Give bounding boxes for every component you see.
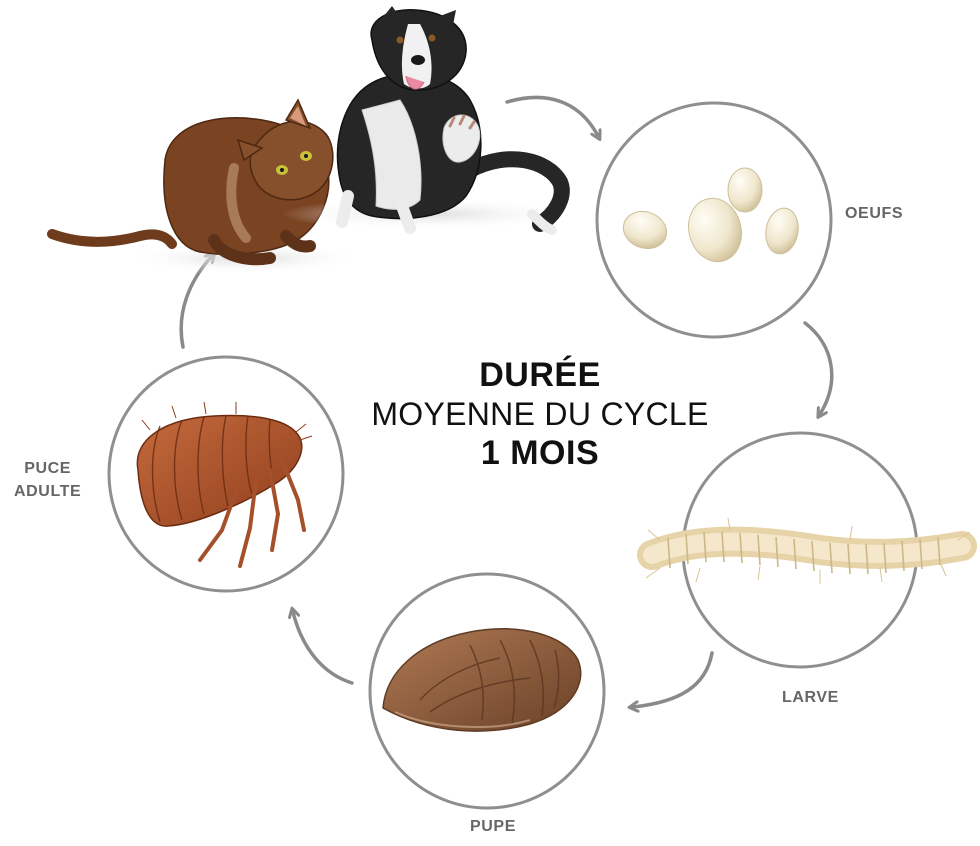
stage-label-larva: LARVE	[782, 689, 839, 706]
stage-label-adult-line2: ADULTE	[14, 483, 82, 501]
duration-title: DURÉE	[479, 356, 601, 394]
cat-illustration	[47, 98, 365, 274]
eggs-illustration	[622, 167, 799, 263]
stage-label-eggs: OEUFS	[845, 205, 904, 222]
egg-icon	[688, 197, 742, 263]
stage-label-adult: PUCE ADULTE	[14, 457, 81, 503]
cycle-duration-text: DURÉE MOYENNE DU CYCLE 1 MOIS	[330, 358, 750, 470]
pupa-illustration	[382, 628, 582, 732]
stage-label-adult-line1: PUCE	[24, 460, 72, 477]
egg-icon	[727, 167, 763, 213]
egg-icon	[765, 207, 799, 255]
arrow-hosts-to-eggs-icon	[505, 95, 598, 136]
larva-illustration	[637, 517, 977, 584]
arrow-eggs-to-larva-icon	[803, 321, 834, 414]
dog-illustration	[280, 6, 580, 235]
duration-value: 1 MOIS	[480, 434, 600, 472]
stage-label-pupa: PUPE	[470, 818, 516, 835]
flea-illustration	[136, 401, 313, 568]
arrow-larva-to-pupa-icon	[633, 651, 714, 707]
egg-icon	[622, 210, 668, 250]
cycle-arrows	[179, 95, 834, 707]
arrow-pupa-to-adult-icon	[293, 612, 354, 685]
duration-subtitle: MOYENNE DU CYCLE	[371, 396, 709, 432]
